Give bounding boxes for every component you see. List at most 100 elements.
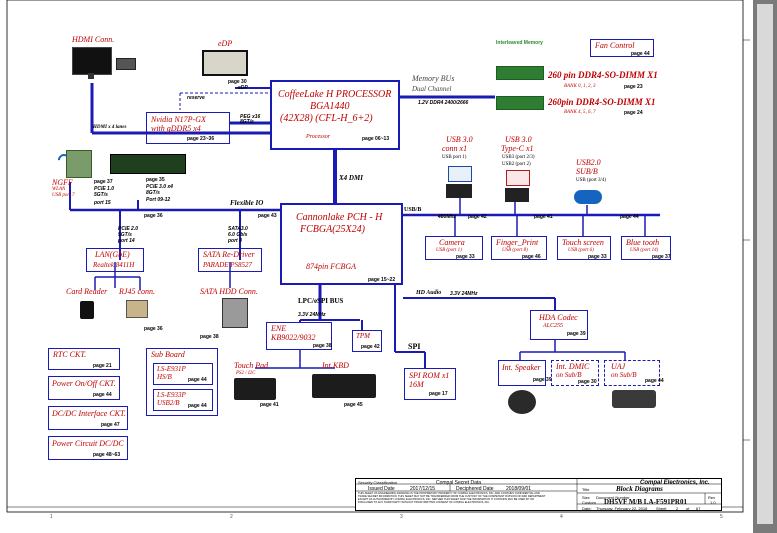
ec-title: ENE [271,324,287,333]
camera-title: Camera [439,238,465,247]
tb-of: of [686,506,690,511]
hda-codec-box[interactable]: HDA Codec ALC255 page 39 [530,310,588,340]
uaj-title: UAJ [611,362,626,371]
hdmi-bus-label: HDMI x 4 lanes [93,125,127,130]
hda-bus-rate: 3.3V 24MHz [450,291,478,297]
hda-chip: ALC255 [543,323,564,329]
processor-page: page 06~13 [362,136,390,142]
ruler-4: 4 [560,514,563,520]
edp-bus: eDP [238,85,248,91]
gpu-box[interactable]: Nvidia N17P-GX with gDDR5 x4 page 23~36 [146,112,230,144]
tb-compal-secret: Compal Secret Data [436,480,482,486]
ssd-rate: 8GT/s [146,190,160,196]
dcdc-box[interactable]: DC/DC Interface CKT. page 47 [48,406,128,430]
lan-pcie: PCIE 2.0 [118,226,139,232]
bluetooth-title: Blue tooth [626,238,660,247]
subboard-box[interactable]: Sub Board LS-E931P HS/B page 44 LS-E933P… [146,348,218,416]
uaj-page: page 44 [645,378,664,384]
usb30a-port: USB port 1) [442,155,467,160]
touchscreen-box[interactable]: Touch screen USB (port 6) page 33 [557,236,611,260]
dcdc-title: DC/DC Interface CKT. [52,409,126,418]
rj45-title: RJ45 conn. [119,287,155,296]
usb30c-p2: USB2 (port 2) [502,162,531,167]
kbd-image [312,374,376,398]
speaker-image [508,390,536,414]
hdd-page: page 38 [200,334,219,340]
bluetooth-box[interactable]: Blue tooth USB (port 14) page 37 [621,236,671,260]
pch-pkg: FCBGA(25X24) [300,224,365,235]
sd-card-image [80,301,94,319]
dmic-box[interactable]: Int. DMIC on Sub/B page 30 [551,360,599,386]
processor-sub: Processor [306,134,331,140]
hda-bus-label: HD Audio [416,290,442,296]
dmic-sub: on Sub/B [556,371,582,379]
subboard-hs-box[interactable]: LS-E931P HS/B page 44 [153,363,213,385]
gpu-sub: with gDDR5 x4 [151,124,201,133]
dimm1-title: 260 pin DDR4-SO-DIMM X1 [548,70,658,80]
finger-page: page 46 [522,254,541,260]
subboard-usb-name: LS-E933P [157,391,186,399]
rtc-title: RTC CKT. [53,350,87,359]
bluetooth-page: page 37 [652,254,671,260]
ngff-rate: 5GT/s [94,192,108,198]
bluetooth-port: USB (port 14) [630,248,659,253]
ec-chip: KB9022/9032 [271,333,316,342]
pch-box[interactable]: Cannonlake PCH - H FCBGA(25X24) 874pin F… [280,203,403,285]
lan-chip: Realtek 8411H [93,261,135,269]
ec-page: page 38 [313,343,332,349]
usb30c-icon [506,170,530,186]
speaker-box[interactable]: Int. Speaker page 39 [498,360,552,386]
ssd-pcie: PCIE 3.0 x4 [146,184,173,190]
uaj-sub: on Sub/B [611,371,637,379]
ngff-sub2: USB port 7 [52,193,75,198]
fan-box[interactable]: Fan Control page 44 [590,39,654,57]
finger-box[interactable]: Finger_Print USB (port 8) page 46 [491,236,547,260]
lpc-rate: 3.3V 24MHz [298,312,326,318]
tpm-box[interactable]: TPM page 42 [352,330,382,352]
power-onoff-box[interactable]: Power On/Off CKT. page 44 [48,376,120,400]
tb-total: 67 [696,506,701,511]
uaj-box[interactable]: UAJ on Sub/B page 44 [604,360,664,386]
speaker-page: page 39 [533,377,552,383]
finger-port: USB (port 8) [502,248,528,253]
tb-date: Thursday, February 22, 2018 [596,506,648,511]
usb20-icon [574,190,602,204]
lan-box[interactable]: LAN(GbE) Realtek 8411H [86,248,144,272]
tb-size: Size [582,495,590,500]
memory-bus-label: Memory BUs [412,74,455,83]
rtc-box[interactable]: RTC CKT. page 21 [48,348,120,370]
sata-chip: PARADE PS8527 [203,261,253,269]
dcdc-page: page 47 [101,422,120,428]
tb-issued-date: 2017/12/15 [410,486,436,492]
gpu-peg: PEG x16 [240,114,261,120]
dimm1-image [496,66,544,80]
power-circuit-box[interactable]: Power Circuit DC/DC page 48~63 [48,436,128,460]
title-block: Security Classification Compal Secret Da… [355,478,722,511]
processor-box[interactable]: CoffeeLake H PROCESSOR BGA1440 (42X28) (… [270,80,400,150]
lan-page-above: page 36 [144,213,163,219]
sata-rate: 6.0 Gb/s [228,232,248,238]
ssd-page: page 35 [146,177,165,183]
fan-title: Fan Control [595,41,635,50]
gpu-page: page 23~36 [187,136,215,142]
usb20-title: USB2.0 [576,158,601,167]
gpu-title: Nvidia N17P-GX [151,115,206,124]
spi-rom-box[interactable]: SPI ROM x1 16M page 17 [404,368,456,400]
tb-notice: THIS SHEET OF ENGINEERING DRAWING IS THE… [358,492,546,504]
scrollbar-thumb[interactable] [757,4,773,524]
dimm2-bank: BANK 4, 5, 6, 7 [564,110,596,115]
tb-rev: 1.0 [710,500,716,505]
usb30a-icon [448,166,472,182]
usb30c-sub: Type-C x1 [501,144,534,153]
ec-box[interactable]: ENE KB9022/9032 page 38 [266,322,332,350]
usb30a-port-image [446,184,472,198]
usb30c-port-image [505,188,529,202]
subboard-usb-box[interactable]: LS-E933P USB2/B page 44 [153,389,213,411]
camera-box[interactable]: Camera USB (port 1) page 33 [425,236,483,260]
tb-title: Block Diagrams [616,485,663,493]
touchpad-page: page 41 [260,402,279,408]
power-circuit-page: page 48~63 [93,452,121,458]
dimm1-page: page 23 [624,84,643,90]
sata-box[interactable]: SATA Re-Driver PARADE PS8527 [198,248,262,272]
monitor-image [72,47,112,75]
